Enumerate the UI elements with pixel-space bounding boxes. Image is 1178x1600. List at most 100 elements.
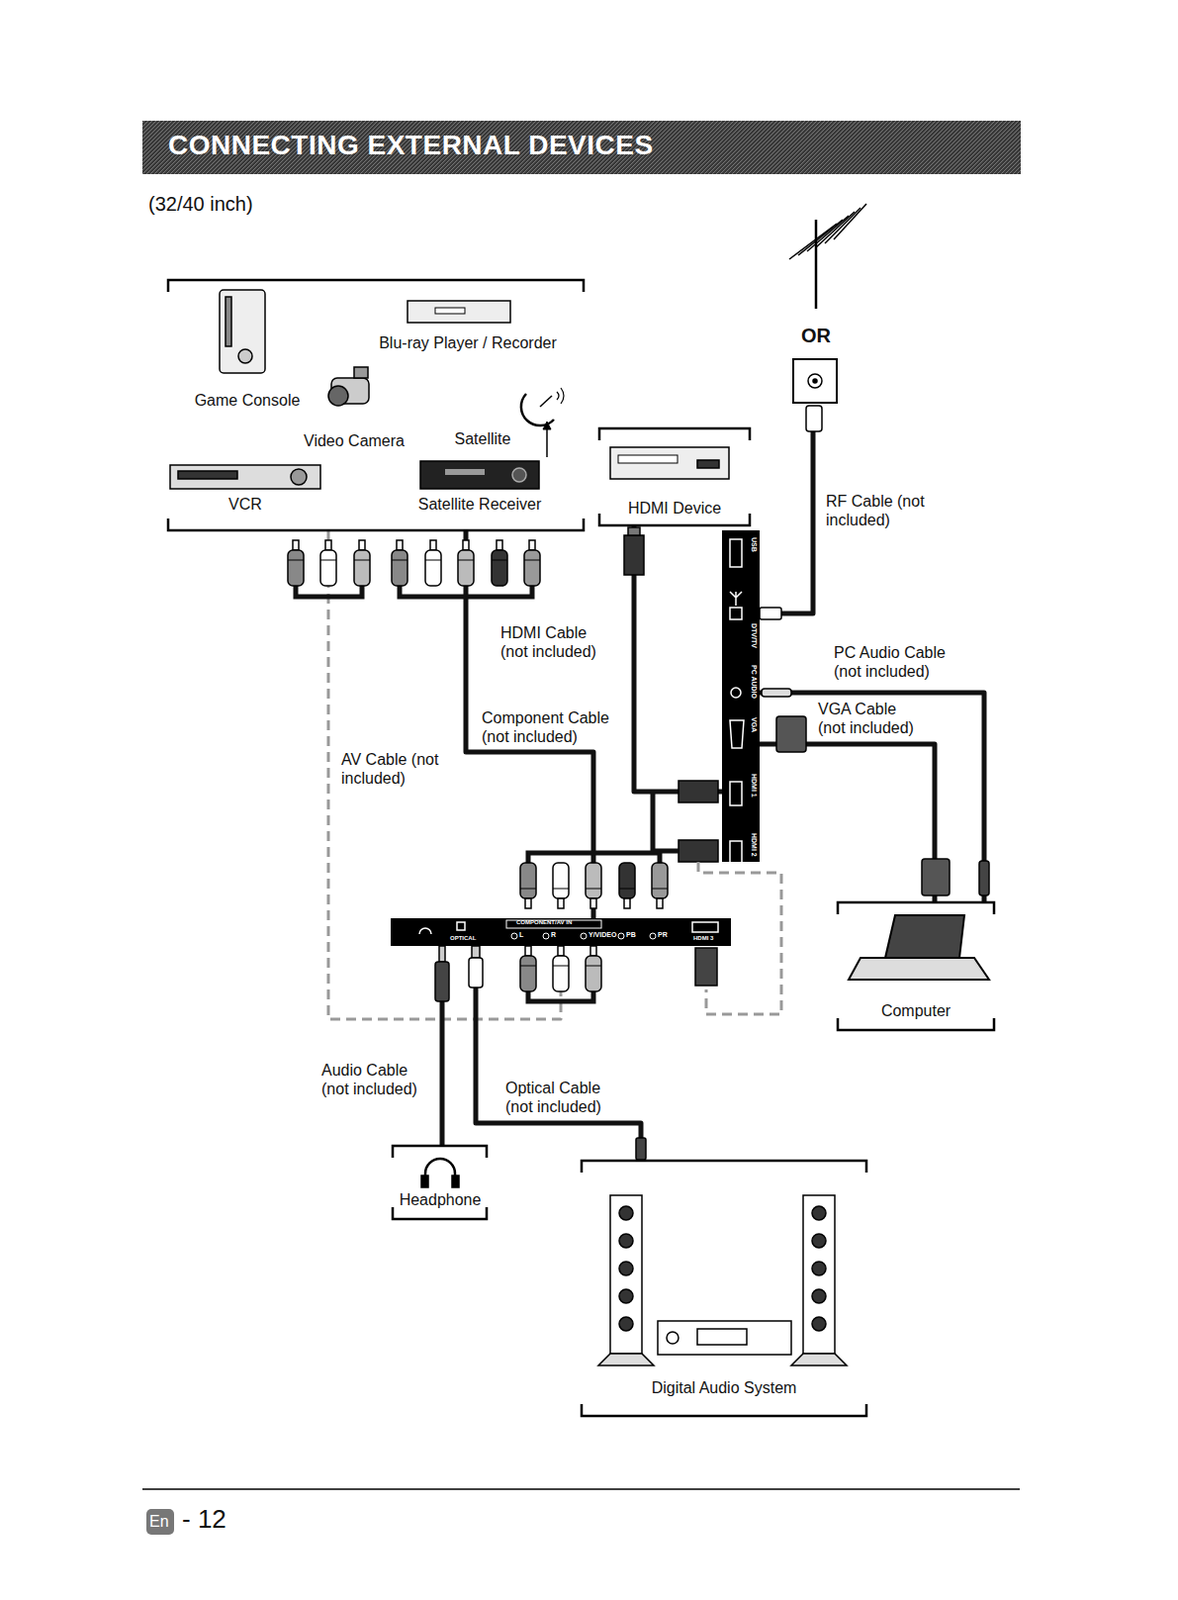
port-label: HDMI 3 — [693, 934, 714, 942]
rca-tip — [325, 540, 332, 550]
rca-collar — [457, 559, 474, 561]
antenna-element — [815, 211, 855, 248]
cable-label: VGA Cable (not included) — [815, 699, 924, 737]
rf-port — [729, 607, 742, 620]
speaker-cone — [812, 1288, 826, 1303]
antenna-element — [833, 203, 867, 240]
antenna-mast — [815, 219, 818, 309]
cable — [759, 743, 935, 903]
rca-collar — [585, 888, 602, 890]
receiver-knob — [512, 467, 527, 482]
device-label: OR — [801, 323, 831, 348]
vcr-display — [178, 470, 238, 479]
device-node: HDMI Device — [599, 428, 750, 526]
rca-plug — [457, 549, 474, 586]
pc-audio-port — [730, 687, 741, 698]
rca-plug — [552, 862, 569, 899]
group-bracket — [599, 428, 750, 526]
rca-tip — [525, 898, 532, 908]
rca-plug — [619, 862, 635, 899]
cable-label: Component Cable (not included) — [479, 708, 623, 746]
audio-receiver — [657, 1320, 792, 1355]
cable — [759, 692, 985, 903]
device-label: Blu-ray Player / Recorder — [378, 333, 557, 353]
rca-plug — [651, 862, 668, 899]
source-harness — [295, 585, 533, 597]
optical-tip — [471, 945, 480, 958]
satellite-dish — [521, 393, 554, 426]
hdmi3-plug — [695, 947, 718, 986]
av-jack — [580, 932, 587, 939]
bluray-display — [435, 307, 465, 314]
rca-tip — [590, 898, 597, 908]
device-node: USBDTV/TVPC AUDIOVGAHDMI 1HDMI 2 — [722, 530, 760, 862]
cable-label: HDMI Cable (not included) — [498, 623, 612, 661]
hdmi1-port — [729, 781, 742, 806]
av-jack — [649, 932, 656, 939]
antenna-element — [807, 215, 849, 252]
hdmi-plug — [678, 839, 719, 862]
cable-label: RF Cable (not included) — [823, 491, 932, 530]
device-node: Satellite Receiver — [400, 450, 569, 525]
optical-port — [456, 921, 465, 930]
rca-tip — [496, 540, 503, 550]
console-button — [238, 349, 253, 363]
rca-plug — [552, 955, 569, 992]
group-bracket — [168, 279, 584, 531]
av-jack — [618, 932, 625, 939]
port-label: PR — [657, 930, 668, 939]
vga-plug — [921, 858, 950, 896]
audio-jack-body — [435, 961, 450, 1001]
rca-collar — [491, 559, 508, 561]
rca-collar — [552, 965, 569, 967]
speaker-cone — [619, 1288, 634, 1303]
device-label: Satellite — [454, 429, 512, 449]
rca-collar — [524, 559, 541, 561]
rca-collar — [651, 888, 668, 890]
device-node: VCR — [168, 456, 327, 525]
rca-collar — [520, 965, 537, 967]
port-label: HDMI 2 — [749, 832, 758, 857]
device-node: Game Console — [187, 286, 317, 421]
title-band — [142, 120, 1021, 175]
receiver-display — [697, 1328, 747, 1345]
speaker-cone — [812, 1261, 826, 1275]
speaker-tower — [610, 1194, 642, 1354]
device-label: Computer — [881, 1000, 951, 1020]
device-node: Computer — [837, 902, 995, 1030]
speaker-cone — [619, 1233, 634, 1248]
device-node: Video Camera — [296, 361, 421, 455]
device-label: Digital Audio System — [651, 1377, 798, 1397]
tv-bottom-panel — [390, 917, 731, 946]
coax-socket — [808, 373, 822, 388]
rca-plug — [585, 955, 602, 992]
rca-collar — [585, 965, 602, 967]
port-label: VGA — [749, 717, 758, 732]
speaker-cone — [619, 1316, 634, 1331]
headphone-cup — [421, 1175, 429, 1187]
hdmi-plug — [624, 535, 644, 575]
port-label: HDMI 1 — [749, 773, 758, 798]
rca-tip — [396, 540, 403, 550]
page-number: - 12 — [181, 1503, 227, 1535]
speaker-cone — [619, 1205, 634, 1220]
av-jack — [543, 932, 549, 939]
page-title: CONNECTING EXTERNAL DEVICES — [168, 128, 654, 163]
rca-plug — [354, 549, 370, 586]
speaker-base — [791, 1353, 847, 1365]
rca-plug — [520, 955, 537, 992]
optical-plug — [635, 1137, 646, 1160]
port-label: PC AUDIO — [749, 664, 758, 699]
device-label: Headphone — [399, 1189, 482, 1209]
rca-collar — [354, 559, 370, 561]
title-band-texture — [142, 120, 1021, 175]
coax-pin — [813, 378, 817, 383]
camera-viewfinder — [354, 366, 368, 378]
hdmi-plug-tip — [628, 527, 640, 536]
dish-feed — [540, 395, 552, 407]
vga-plug — [776, 716, 807, 752]
footer-rule — [142, 1487, 1020, 1490]
rca-collar — [619, 888, 635, 890]
speaker-cone — [812, 1205, 826, 1220]
